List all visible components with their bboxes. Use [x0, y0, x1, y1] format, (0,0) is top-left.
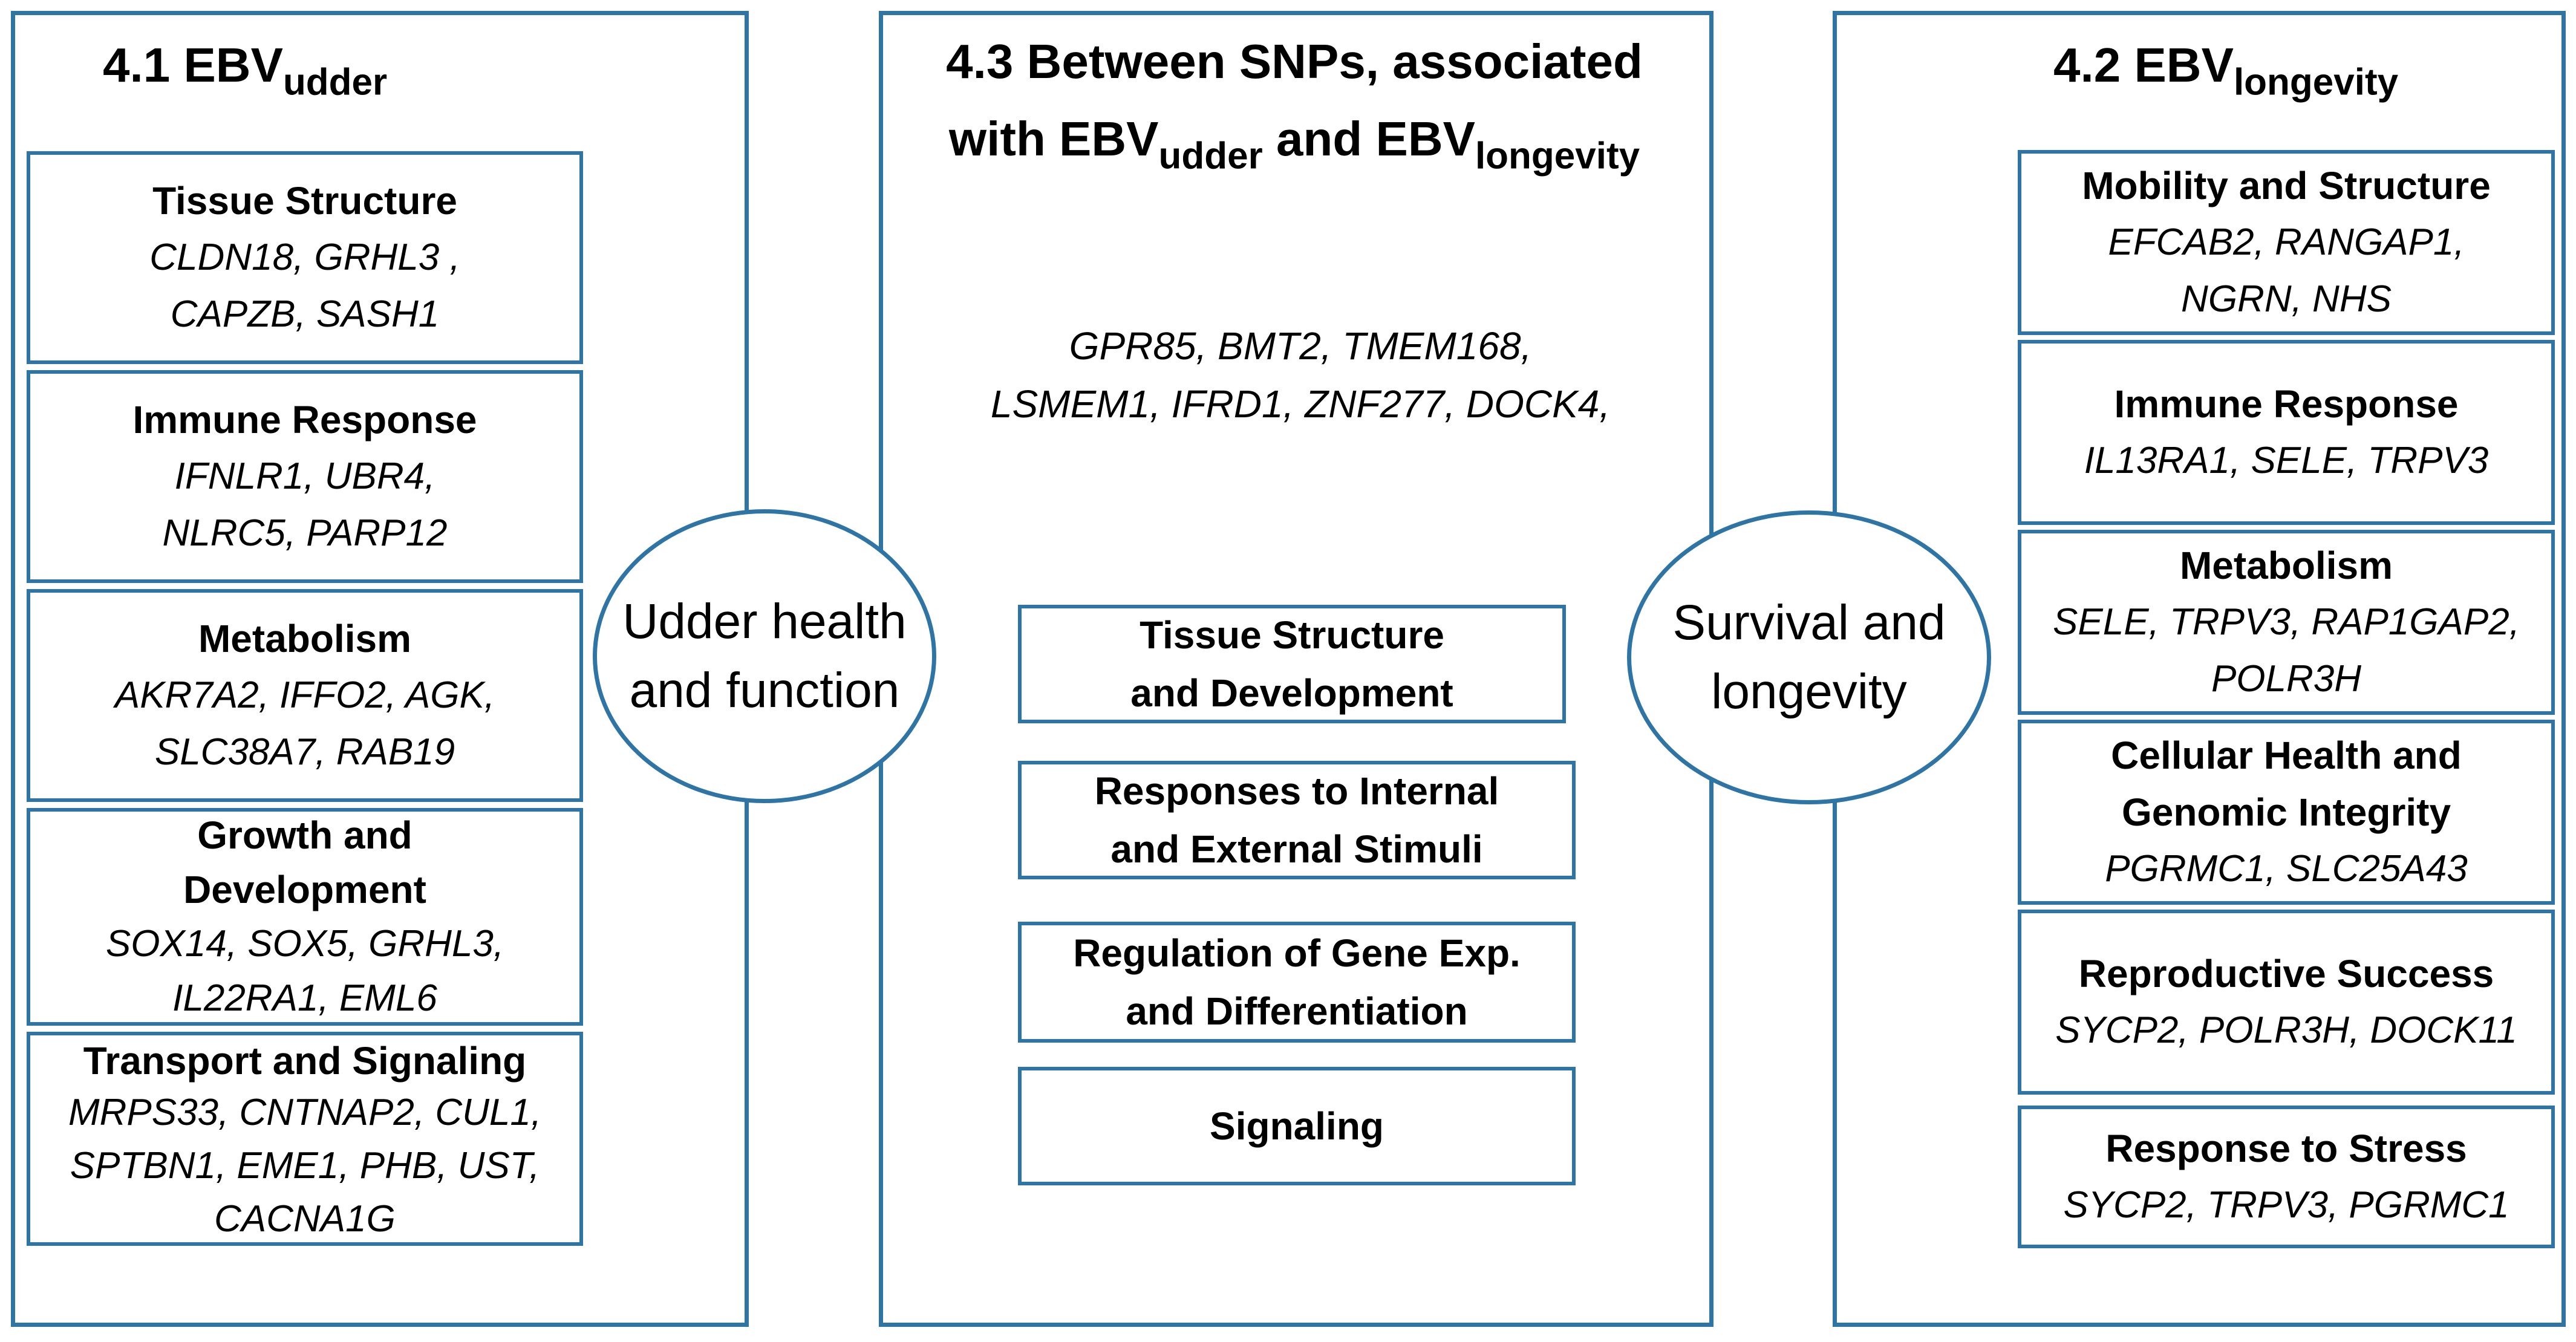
box-title-line2: Development [183, 868, 426, 911]
box-tissue-structure: Tissue Structure CLDN18, GRHL3 , CAPZB, … [27, 151, 583, 364]
gene-list-line: SELE, TRPV3, RAP1GAP2, [2053, 601, 2520, 643]
box-tissue-structure-development: Tissue Structure and Development [1018, 605, 1566, 723]
box-title: Reproductive Success [2078, 952, 2494, 995]
gene-list-line: POLR3H [2211, 658, 2362, 700]
box-immune-response: Immune Response IFNLR1, UBR4, NLRC5, PAR… [27, 370, 583, 583]
gene-list-line: PGRMC1, SLC25A43 [2105, 848, 2468, 890]
panel-title-ebv-longevity: 4.2 EBVlongevity [2053, 38, 2399, 103]
ellipse-survival-longevity: Survival and longevity [1627, 510, 1991, 804]
box-title: Immune Response [2114, 382, 2459, 426]
box-responses-stimuli: Responses to Internal and External Stimu… [1018, 761, 1576, 879]
box-title-line2: and External Stimuli [1110, 827, 1483, 871]
panel-title-shared-snps-line2: with EBVudder and EBVlongevity [948, 112, 1640, 177]
gene-list-line: SYCP2, POLR3H, DOCK11 [2055, 1009, 2517, 1051]
box-metabolism: Metabolism AKR7A2, IFFO2, AGK, SLC38A7, … [27, 589, 583, 802]
gene-list-line: EFCAB2, RANGAP1, [2108, 221, 2465, 263]
box-title: Tissue Structure [1140, 613, 1444, 657]
gene-list-line: CACNA1G [214, 1198, 396, 1240]
box-title-line2: and Development [1130, 671, 1453, 715]
box-title: Responses to Internal [1094, 769, 1499, 813]
box-title-line2: and Differentiation [1126, 989, 1468, 1033]
gene-list-line: CLDN18, GRHL3 , [149, 236, 460, 278]
panel-title-ebv-udder: 4.1 EBVudder [103, 38, 388, 103]
box-signaling: Signaling [1018, 1067, 1576, 1185]
gene-list-line: SOX14, SOX5, GRHL3, [105, 923, 504, 965]
box-title: Metabolism [198, 617, 412, 660]
gene-list-line: NLRC5, PARP12 [162, 512, 448, 554]
gene-list-line: SLC38A7, RAB19 [154, 731, 455, 773]
ellipse-label-line: Survival and [1672, 595, 1946, 650]
box-title: Immune Response [132, 398, 477, 441]
gene-list-line: LSMEM1, IFRD1, ZNF277, DOCK4, [990, 382, 1611, 426]
shared-gene-list: GPR85, BMT2, TMEM168, LSMEM1, IFRD1, ZNF… [907, 317, 1694, 433]
box-title: Growth and [197, 813, 412, 857]
box-mobility-structure: Mobility and Structure EFCAB2, RANGAP1, … [2018, 150, 2555, 335]
box-cellular-health: Cellular Health and Genomic Integrity PG… [2018, 720, 2555, 905]
box-metabolism-longevity: Metabolism SELE, TRPV3, RAP1GAP2, POLR3H [2018, 530, 2555, 715]
gene-list-line: CAPZB, SASH1 [170, 293, 440, 335]
ellipse-udder-health: Udder health and function [593, 509, 936, 803]
box-title: Tissue Structure [152, 179, 457, 223]
box-title: Mobility and Structure [2082, 164, 2491, 207]
box-immune-response-longevity: Immune Response IL13RA1, SELE, TRPV3 [2018, 340, 2555, 525]
gene-list-line: MRPS33, CNTNAP2, CUL1, [68, 1092, 542, 1133]
box-title: Transport and Signaling [83, 1039, 527, 1083]
box-title-line2: Genomic Integrity [2121, 790, 2451, 834]
box-title: Cellular Health and [2111, 734, 2462, 777]
gene-list-line: SYCP2, TRPV3, PGRMC1 [2063, 1184, 2509, 1226]
ellipse-label-line: and function [629, 663, 900, 718]
box-response-to-stress: Response to Stress SYCP2, TRPV3, PGRMC1 [2018, 1106, 2555, 1248]
ellipse-label-line: Udder health [622, 594, 907, 649]
box-title: Regulation of Gene Exp. [1073, 931, 1521, 975]
box-transport-signaling: Transport and Signaling MRPS33, CNTNAP2,… [27, 1032, 583, 1246]
box-title: Response to Stress [2105, 1127, 2467, 1170]
gene-list-line: GPR85, BMT2, TMEM168, [1069, 324, 1532, 368]
box-title: Signaling [1210, 1104, 1384, 1148]
gene-list-line: IFNLR1, UBR4, [174, 455, 435, 497]
gene-list-line: IL22RA1, EML6 [172, 977, 437, 1019]
gene-list-line: AKR7A2, IFFO2, AGK, [114, 674, 495, 716]
ellipse-label-line: longevity [1711, 664, 1907, 719]
panel-title-shared-snps-line1: 4.3 Between SNPs, associated [946, 34, 1643, 88]
box-growth-development: Growth and Development SOX14, SOX5, GRHL… [27, 808, 583, 1026]
box-regulation-gene-expression: Regulation of Gene Exp. and Differentiat… [1018, 922, 1576, 1043]
gene-list-line: NGRN, NHS [2181, 278, 2392, 320]
box-title: Metabolism [2179, 544, 2393, 587]
gene-list-line: SPTBN1, EME1, PHB, UST, [70, 1145, 540, 1187]
gene-list-line: IL13RA1, SELE, TRPV3 [2084, 440, 2489, 481]
box-reproductive-success: Reproductive Success SYCP2, POLR3H, DOCK… [2018, 910, 2555, 1095]
